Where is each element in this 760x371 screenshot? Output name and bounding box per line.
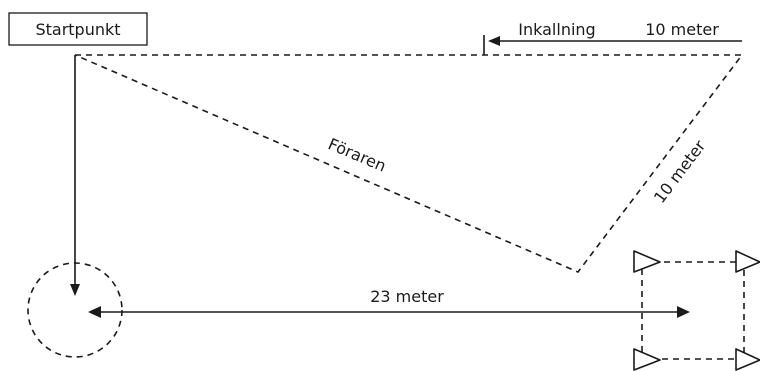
- cone-bottom-left-icon: [633, 348, 661, 371]
- main-arrowhead-left-icon: [88, 306, 101, 318]
- cone-bottom-right-icon: [735, 348, 760, 371]
- cone-top-left-icon: [633, 250, 661, 273]
- diagonal-distance-label: 10 meter: [650, 136, 710, 207]
- start-down-arrowhead-icon: [70, 284, 80, 296]
- main-arrowhead-right-icon: [677, 306, 690, 318]
- handler-path: [74, 54, 744, 273]
- recall-label: Inkallning: [518, 20, 595, 39]
- start-label: Startpunkt: [35, 20, 120, 39]
- start-label-box: [8, 12, 148, 46]
- main-distance-label: 23 meter: [370, 287, 444, 306]
- cone-square: [641, 261, 745, 360]
- dog-position-circle: [27, 262, 123, 358]
- recall-arrowhead-icon: [488, 36, 500, 46]
- recall-distance-label: 10 meter: [645, 20, 719, 39]
- handler-label: Föraren: [325, 134, 389, 175]
- cone-top-right-icon: [735, 250, 760, 273]
